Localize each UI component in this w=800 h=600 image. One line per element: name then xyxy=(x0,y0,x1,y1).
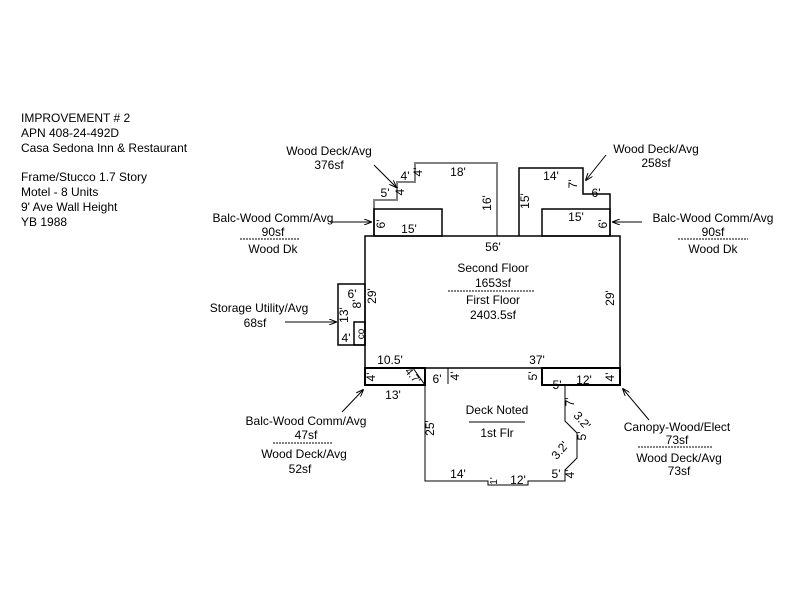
year-built: YB 1988 xyxy=(21,215,68,229)
balc-bottom-sub-area: 52sf xyxy=(289,462,312,476)
balc-bottom-label: Balc-Wood Comm/Avg xyxy=(246,414,367,428)
main-dim-right: 29' xyxy=(603,290,617,306)
balc-right-label: Balc-Wood Comm/Avg xyxy=(653,211,774,225)
property-info: IMPROVEMENT # 2 APN 408-24-492D Casa Sed… xyxy=(21,111,187,230)
deck-lower-outline xyxy=(424,385,578,486)
arrow-canopy xyxy=(623,389,650,421)
main-building-outline xyxy=(364,235,621,369)
construction-type: Frame/Stucco 1.7 Story xyxy=(21,170,148,184)
wall-height: 9' Ave Wall Height xyxy=(21,200,118,214)
balc-bottom-sub-label: Wood Deck/Avg xyxy=(261,447,347,461)
balc-right-sub: Wood Dk xyxy=(688,242,738,256)
balc-left-label: Balc-Wood Comm/Avg xyxy=(213,211,334,225)
dim-label: 15' xyxy=(401,222,417,236)
dim-label: 12' xyxy=(576,373,592,387)
dim-label: 5' xyxy=(526,372,540,381)
dim-label: 1' xyxy=(489,477,500,485)
dim-label: 14' xyxy=(450,467,466,481)
balc-bottom-diagonal xyxy=(412,367,426,386)
dim-label: 16' xyxy=(480,195,494,211)
main-dim-bottom-right: 37' xyxy=(529,353,545,367)
improvement-number: IMPROVEMENT # 2 xyxy=(21,111,131,125)
dim-label: 14' xyxy=(543,169,559,183)
balc-left-sub: Wood Dk xyxy=(248,242,298,256)
dim-label: 4' xyxy=(401,169,410,183)
dim-label: 15' xyxy=(568,210,584,224)
dim-label: 13' xyxy=(385,388,401,402)
dim-label: 5' xyxy=(381,186,390,200)
apn: APN 408-24-492D xyxy=(21,126,120,140)
arrow-deck-top-left xyxy=(373,164,396,187)
storage-area: 68sf xyxy=(244,316,267,330)
dim-label: 4' xyxy=(364,373,378,382)
main-dim-left: 29' xyxy=(365,288,379,304)
first-floor-area: 2403.5sf xyxy=(470,308,517,322)
arrow-deck-top-right xyxy=(586,154,607,180)
occupancy: Motel - 8 Units xyxy=(21,185,99,199)
dim-label: 3.2' xyxy=(571,409,594,433)
dim-label: 4' xyxy=(411,168,425,177)
dim-label: 12' xyxy=(510,473,526,487)
dim-label: 7' xyxy=(563,398,577,407)
dim-label: 4' xyxy=(563,470,577,479)
canopy-area: 73sf xyxy=(666,433,689,447)
dim-label: 15' xyxy=(518,193,532,209)
deck-top-right-label: Wood Deck/Avg xyxy=(613,142,699,156)
deck-top-right-area: 258sf xyxy=(641,156,671,170)
dim-label: 6' xyxy=(592,186,601,200)
dim-label: 13' xyxy=(337,307,351,323)
dim-label: 5' xyxy=(553,378,562,392)
dim-label: 8' xyxy=(350,300,364,309)
deck-noted-label: Deck Noted xyxy=(466,403,529,417)
property-name: Casa Sedona Inn & Restaurant xyxy=(21,141,188,155)
dim-label: 7' xyxy=(566,180,580,189)
dim-label: 6' xyxy=(433,372,442,386)
first-floor-label: First Floor xyxy=(466,293,520,307)
dim-label: 4' xyxy=(448,372,462,381)
balc-bottom-area: 47sf xyxy=(295,428,318,442)
deck-top-left-outline xyxy=(373,162,498,236)
dim-label: 6' xyxy=(348,287,357,301)
arrow-balc-bottom xyxy=(341,390,363,413)
canopy-sub-label: Wood Deck/Avg xyxy=(636,451,722,465)
dim-label: 6' xyxy=(374,220,388,229)
deck-top-left-label: Wood Deck/Avg xyxy=(286,144,372,158)
dim-label: 5' xyxy=(552,467,561,481)
canopy-sub-area: 73sf xyxy=(668,464,691,478)
balc-left-area: 90sf xyxy=(262,225,285,239)
balc-bottom-outline xyxy=(364,367,426,386)
canopy-outline xyxy=(541,367,621,386)
dim-label: 6' xyxy=(596,220,610,229)
dim-label: 18' xyxy=(450,165,466,179)
dim-label: 4' xyxy=(603,373,617,382)
storage-label: Storage Utility/Avg xyxy=(210,301,309,315)
dim-label: 4' xyxy=(342,331,351,345)
dim-label: 25' xyxy=(423,420,437,436)
main-dim-bottom-left: 10.5' xyxy=(377,353,403,367)
dim-label: 5' xyxy=(575,432,589,441)
second-floor-area: 1653sf xyxy=(475,276,512,290)
canopy-label: Canopy-Wood/Elect xyxy=(624,420,731,434)
dim-label: 4' xyxy=(393,187,407,196)
main-dim-top: 56' xyxy=(485,240,501,254)
deck-noted-sub: 1st Flr xyxy=(480,426,513,440)
deck-top-left-area: 376sf xyxy=(314,158,344,172)
deck-top-right-outline xyxy=(518,167,611,236)
closet-label: co xyxy=(356,328,367,339)
dim-label: 3.2' xyxy=(548,439,571,463)
balc-right-area: 90sf xyxy=(702,225,725,239)
second-floor-label: Second Floor xyxy=(457,261,528,275)
